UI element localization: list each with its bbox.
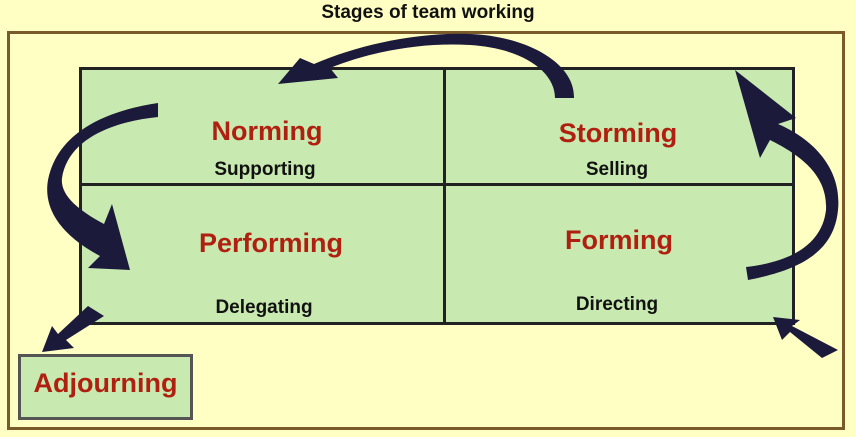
grid-divider-horizontal [79, 183, 795, 186]
stage-performing-name: Performing [198, 228, 344, 258]
arrow-storming-to-norming [278, 33, 575, 98]
arrow-norming-to-performing [47, 103, 158, 270]
outer-frame [7, 31, 845, 430]
stage-forming-style: Directing [575, 294, 659, 315]
diagram-title: Stages of team working [321, 2, 535, 23]
stage-storming-style: Selling [585, 159, 649, 180]
stage-performing-style: Delegating [215, 297, 313, 318]
stage-grid [79, 67, 795, 325]
stage-adjourning-name: Adjourning [33, 368, 178, 398]
arrow-performing-to-adjourning [42, 306, 104, 352]
stage-forming-name: Forming [565, 225, 673, 255]
entry-arrow [773, 317, 838, 358]
arrow-forming-to-storming [735, 70, 839, 280]
grid-divider-vertical [443, 67, 446, 325]
stage-adjourning-box [18, 354, 193, 420]
stage-norming-style: Supporting [214, 159, 316, 180]
stage-storming-name: Storming [558, 118, 678, 148]
stage-norming-name: Norming [211, 116, 323, 146]
